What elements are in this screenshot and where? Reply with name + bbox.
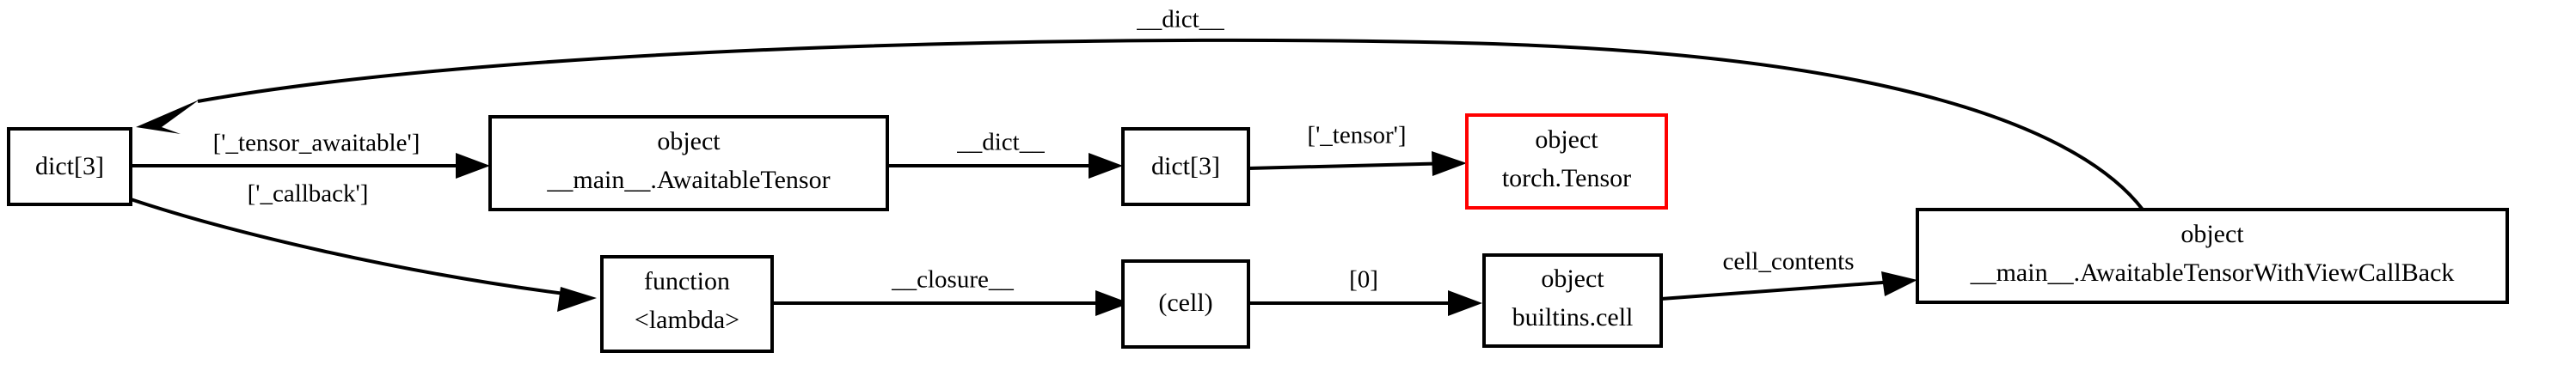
edge-closure: __closure__ bbox=[774, 266, 1130, 316]
arrow-head bbox=[136, 100, 199, 134]
node-label-line2: __main__.AwaitableTensor bbox=[546, 166, 830, 194]
edge-callback: ['_callback'] bbox=[130, 180, 597, 312]
node-builtins-cell[interactable]: object builtins.cell bbox=[1482, 253, 1663, 348]
node-torch-tensor[interactable]: object torch.Tensor bbox=[1465, 113, 1668, 210]
arrow-head bbox=[456, 153, 490, 179]
edge-label: ['_callback'] bbox=[248, 180, 369, 208]
node-box[interactable] bbox=[7, 127, 132, 206]
node-label-line2: torch.Tensor bbox=[1502, 164, 1631, 192]
edge-label: __dict__ bbox=[1136, 6, 1224, 33]
edge-dict-top: __dict__ bbox=[136, 6, 2144, 211]
edge-cell-contents: cell_contents bbox=[1660, 248, 1917, 301]
arrow-head bbox=[1881, 271, 1917, 296]
node-label-line2: <lambda> bbox=[635, 306, 739, 334]
node-box[interactable] bbox=[1465, 113, 1668, 210]
node-function-lambda[interactable]: function <lambda> bbox=[600, 255, 774, 353]
node-label-line1: dict[3] bbox=[1151, 152, 1220, 180]
edge-index-zero: [0] bbox=[1247, 266, 1482, 316]
node-awaitable-tensor-with-view-callback[interactable]: object __main__.AwaitableTensorWithViewC… bbox=[1916, 208, 2509, 304]
arrow-head bbox=[1448, 290, 1482, 316]
arrow-head bbox=[1432, 151, 1467, 176]
node-label-line1: object bbox=[1541, 265, 1604, 293]
edge-dict-mid: __dict__ bbox=[887, 129, 1123, 179]
node-box[interactable] bbox=[1482, 253, 1663, 348]
node-label-line2: builtins.cell bbox=[1512, 303, 1634, 331]
edge-path bbox=[1660, 279, 1906, 301]
edge-label: [0] bbox=[1349, 266, 1378, 294]
node-box[interactable] bbox=[600, 255, 774, 353]
node-box[interactable] bbox=[1121, 259, 1250, 349]
node-label-line1: function bbox=[644, 267, 730, 295]
edge-path bbox=[1248, 161, 1456, 170]
edge-path bbox=[130, 198, 586, 298]
edge-tensor: ['_tensor'] bbox=[1248, 122, 1467, 176]
edge-label: __dict__ bbox=[956, 129, 1045, 156]
edge-tensor-awaitable: ['_tensor_awaitable'] bbox=[131, 130, 490, 179]
edge-label: ['_tensor_awaitable'] bbox=[213, 130, 420, 157]
arrow-head bbox=[1089, 153, 1123, 179]
node-box[interactable] bbox=[1121, 127, 1250, 206]
node-label-line1: (cell) bbox=[1158, 289, 1212, 317]
node-label-line1: object bbox=[2180, 220, 2244, 248]
node-dict-root[interactable]: dict[3] bbox=[7, 127, 132, 206]
edge-label: __closure__ bbox=[891, 266, 1014, 294]
node-label-line2: __main__.AwaitableTensorWithViewCallBack bbox=[1970, 258, 2455, 287]
arrow-head bbox=[1095, 290, 1130, 316]
arrow-head bbox=[557, 287, 597, 312]
node-label-line1: object bbox=[1535, 125, 1598, 154]
edge-path bbox=[197, 38, 2144, 211]
edge-label: cell_contents bbox=[1722, 248, 1854, 276]
node-box[interactable] bbox=[488, 115, 889, 211]
node-box[interactable] bbox=[1916, 208, 2509, 304]
node-awaitable-tensor[interactable]: object __main__.AwaitableTensor bbox=[488, 115, 889, 211]
node-dict-inner[interactable]: dict[3] bbox=[1121, 127, 1250, 206]
node-label-line1: dict[3] bbox=[35, 152, 104, 180]
edge-label: ['_tensor'] bbox=[1307, 122, 1406, 149]
node-cell-tuple[interactable]: (cell) bbox=[1121, 259, 1250, 349]
node-label-line1: object bbox=[657, 127, 721, 155]
